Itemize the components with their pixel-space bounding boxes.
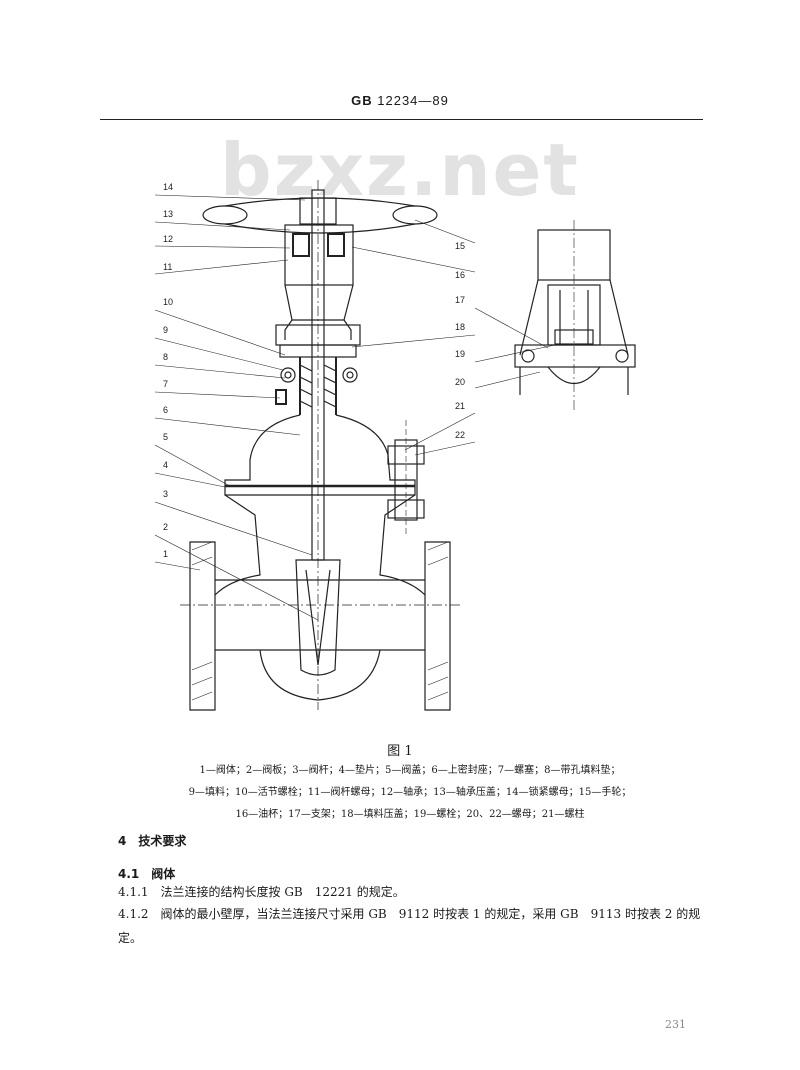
callout-14: 14: [163, 182, 173, 192]
callout-11: 11: [163, 262, 172, 272]
body-hatch-left: [191, 541, 213, 701]
stem-nut-housing: [284, 224, 354, 321]
page-number: 231: [665, 1018, 686, 1031]
callout-4: 4: [163, 460, 168, 470]
callout-6: 6: [163, 405, 168, 415]
section-4-1-heading: 4.1 阀体: [118, 867, 176, 881]
clause-4-1-2: 4.1.2 阀体的最小壁厚，当法兰连接尺寸采用 GB 9112 时按表 1 的规…: [118, 907, 701, 945]
header-rule: [100, 119, 703, 120]
callout-9: 9: [163, 325, 168, 335]
clause-4-1-1: 4.1.1 法兰连接的结构长度按 GB 12221 的规定。: [118, 885, 405, 899]
body-hatch-right: [427, 541, 449, 701]
callout-2: 2: [163, 522, 168, 532]
leader-lines-right: [351, 219, 556, 456]
callout-15: 15: [455, 241, 465, 251]
figure-legend: 1—阀体；2—阀板；3—阀杆；4—垫片；5—阀盖；6—上密封座；7—螺塞；8—带…: [160, 760, 660, 826]
bonnet: [224, 414, 416, 496]
callout-20: 20: [455, 377, 465, 387]
legend-line: 1—阀体；2—阀板；3—阀杆；4—垫片；5—阀盖；6—上密封座；7—螺塞；8—带…: [199, 765, 621, 776]
callout-17: 17: [455, 295, 465, 305]
leader-lines-left: [154, 194, 319, 621]
callout-19: 19: [455, 349, 465, 359]
gland-area: [275, 344, 358, 415]
section-4-heading: 4 技术要求: [118, 834, 187, 848]
yoke-side-view: [514, 220, 636, 410]
callout-10: 10: [163, 297, 173, 307]
legend-line: 9—填料；10—活节螺栓；11—阀杆螺母；12—轴承；13—轴承压盖；14—锁紧…: [188, 787, 632, 798]
callout-16: 16: [455, 270, 465, 280]
legend-line: 16—油杯；17—支架；18—填料压盖；19—螺栓；20、22—螺母；21—螺柱: [235, 809, 585, 820]
gate-wedge: [295, 559, 341, 676]
callout-7: 7: [163, 379, 168, 389]
callout-8: 8: [163, 352, 168, 362]
handwheel: [202, 197, 438, 234]
body-bolt: [387, 420, 425, 535]
callout-13: 13: [163, 209, 173, 219]
header-prefix: GB: [351, 93, 373, 108]
callout-1: 1: [163, 549, 168, 559]
callout-5: 5: [163, 432, 168, 442]
callout-21: 21: [455, 401, 465, 411]
body-bottom: [259, 649, 381, 701]
callout-18: 18: [455, 322, 465, 332]
callout-12: 12: [163, 234, 173, 244]
header-number: 12234—89: [377, 93, 449, 108]
figure-caption: 图 1: [387, 744, 413, 759]
page-header: GB 12234—89: [0, 93, 800, 108]
valve-body: [189, 494, 451, 711]
gate-valve-drawing: 14 13 12 11 10 9 8 7 6 5 4 3 2 1 15 16 1…: [154, 180, 636, 711]
callout-22: 22: [455, 430, 465, 440]
watermark: bzxz.net: [220, 128, 580, 212]
callout-3: 3: [163, 489, 168, 499]
